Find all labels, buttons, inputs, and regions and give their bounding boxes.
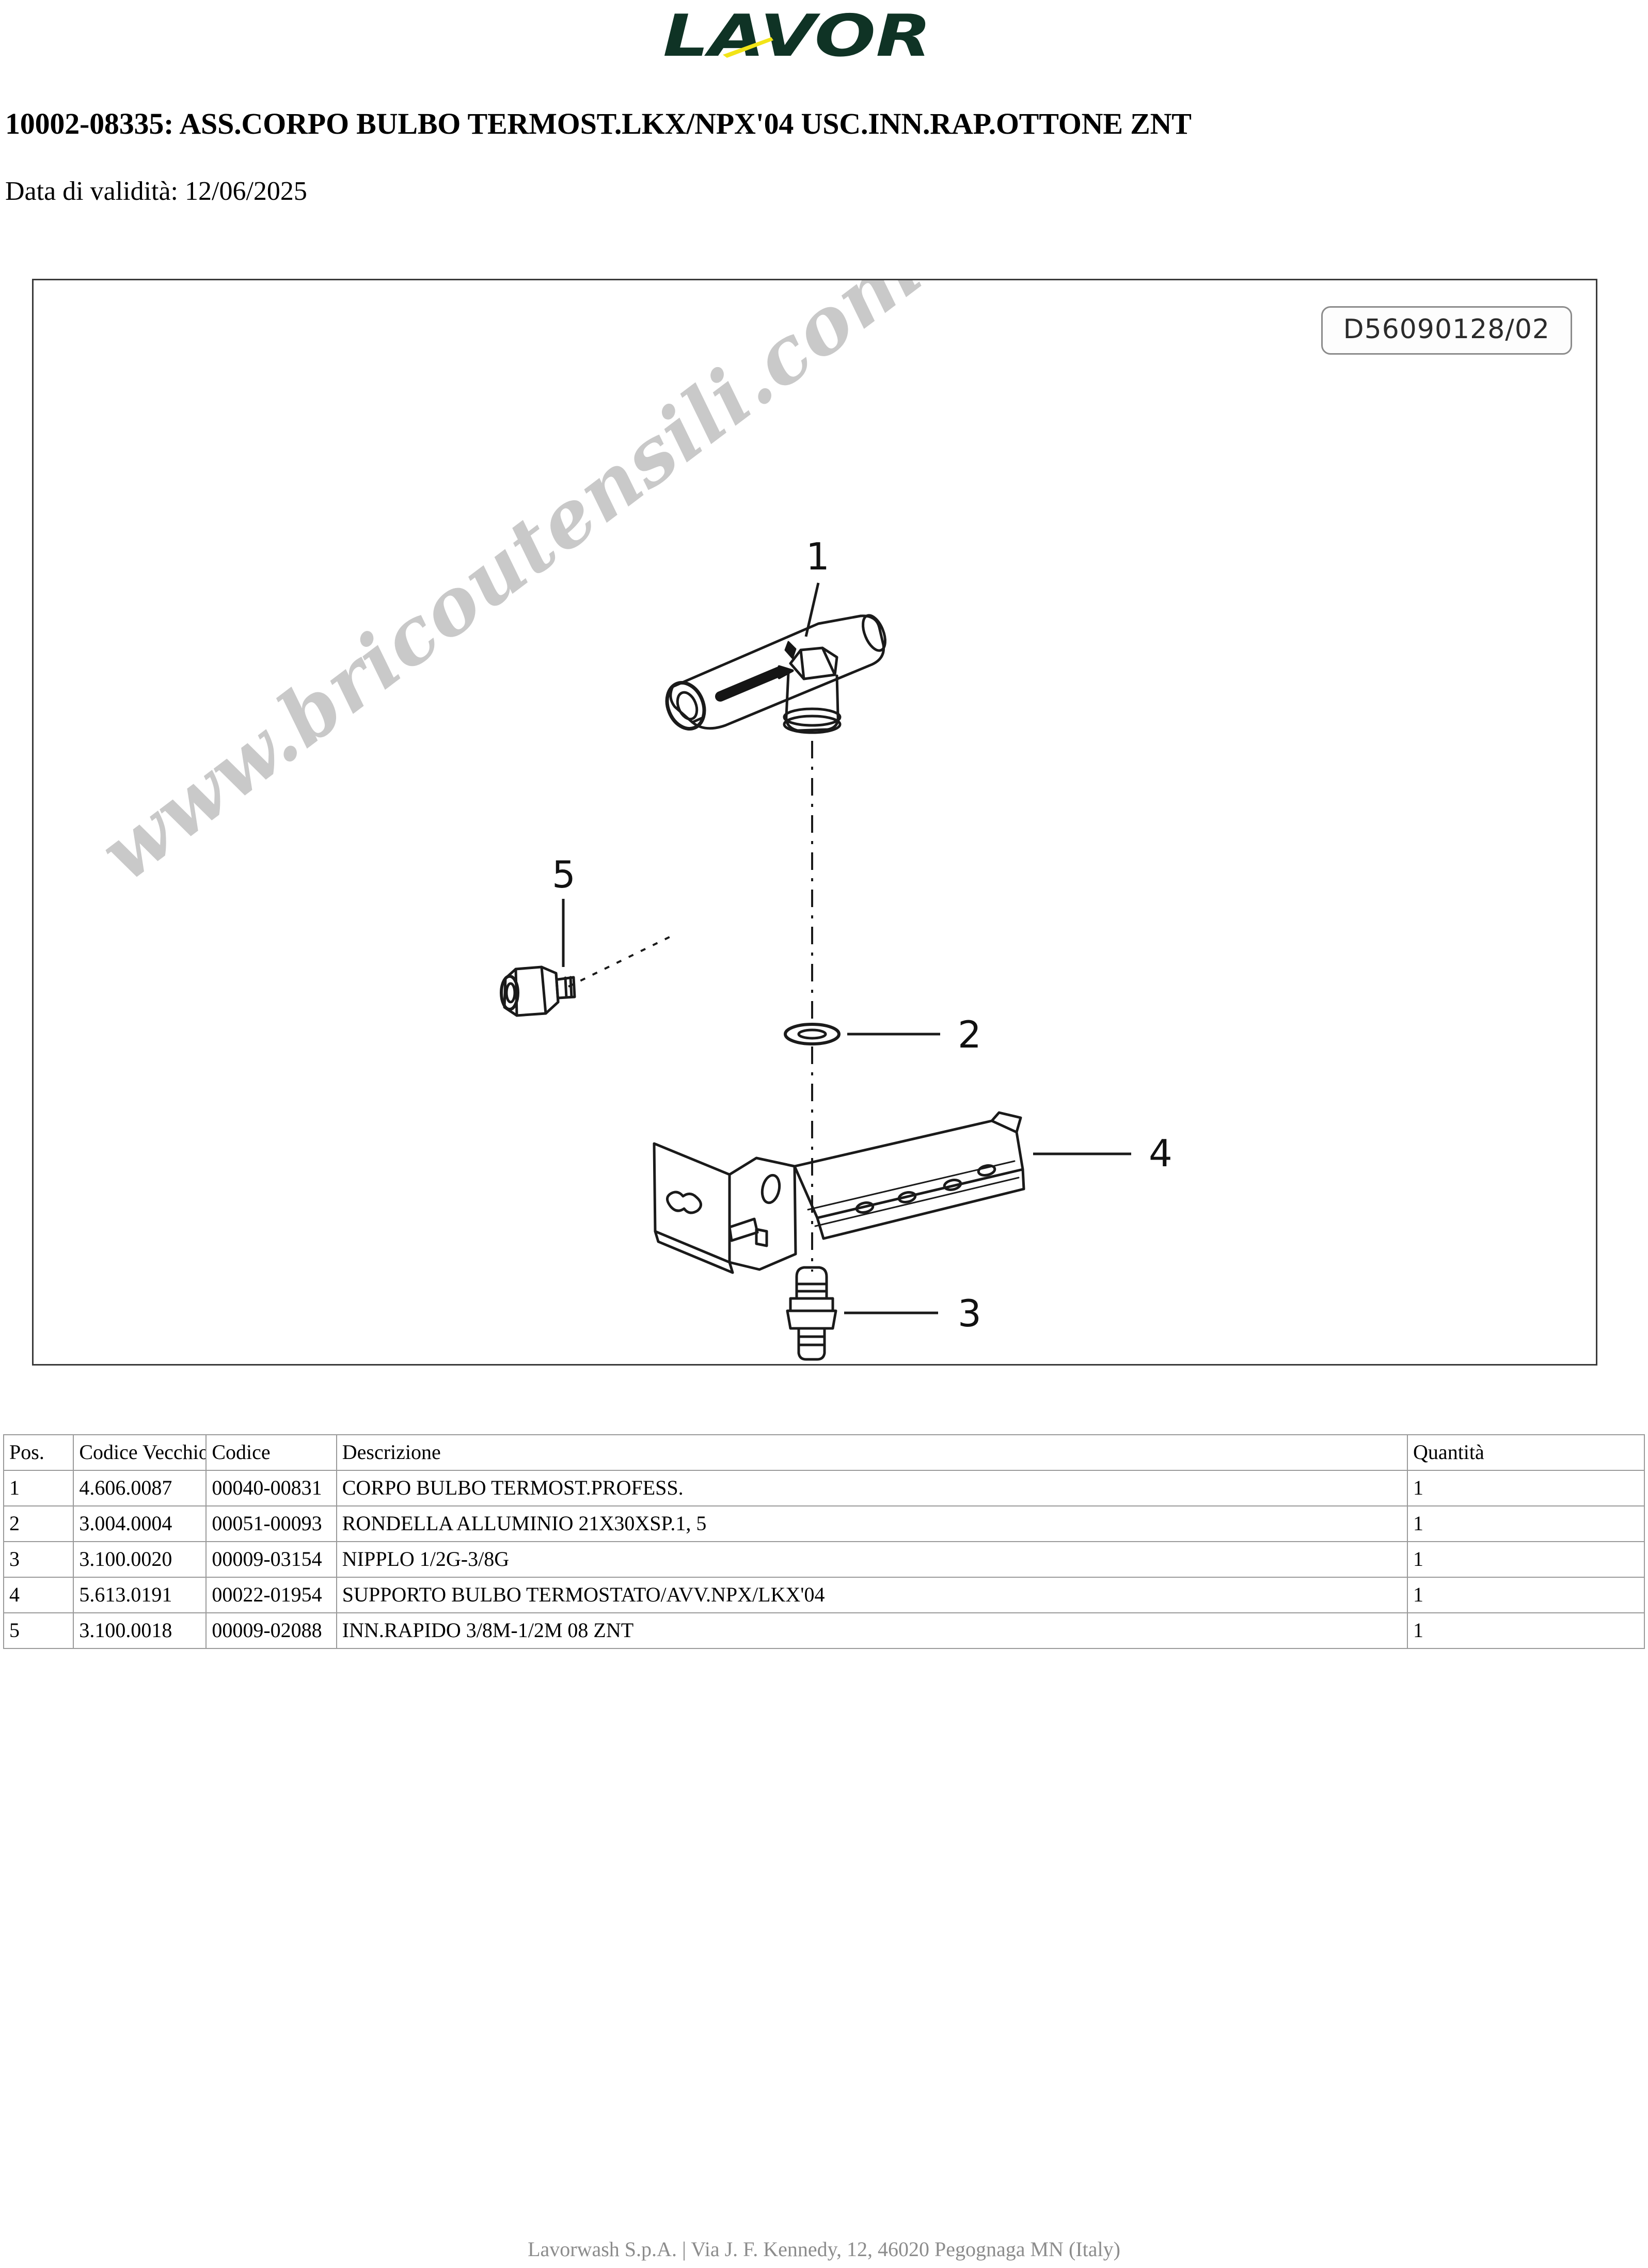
cell-description: CORPO BULBO TERMOST.PROFESS. bbox=[336, 1470, 1408, 1506]
cell-old-code: 4.606.0087 bbox=[73, 1470, 207, 1506]
lightning-bolt-icon bbox=[723, 37, 773, 58]
callout-label-5: 5 bbox=[552, 853, 576, 896]
cell-quantity: 1 bbox=[1407, 1470, 1645, 1506]
drawing-code-badge: D56090128/02 bbox=[1321, 306, 1572, 355]
callout-label-2: 2 bbox=[958, 1013, 981, 1056]
cell-code: 00051-00093 bbox=[205, 1505, 337, 1542]
part-2-aluminium-washer bbox=[784, 1023, 841, 1045]
cell-old-code: 5.613.0191 bbox=[73, 1577, 207, 1613]
callout-labels: 1 2 3 4 5 bbox=[552, 535, 1172, 1335]
callout-label-4: 4 bbox=[1149, 1132, 1172, 1175]
assembly-drawing-svg: 1 2 3 4 5 bbox=[500, 535, 1172, 1361]
part-5-quick-coupler bbox=[500, 965, 576, 1017]
column-header-codice: Codice bbox=[205, 1434, 337, 1471]
column-header-codice-vecchio: Codice Vecchio bbox=[73, 1434, 207, 1471]
cell-old-code: 3.004.0004 bbox=[73, 1505, 207, 1542]
table-row: 4 5.613.0191 00022-01954 SUPPORTO BULBO … bbox=[3, 1577, 1645, 1613]
cell-pos: 2 bbox=[3, 1505, 74, 1542]
assembly-centerlines bbox=[568, 741, 813, 1272]
column-header-descrizione: Descrizione bbox=[336, 1434, 1408, 1471]
cell-quantity: 1 bbox=[1407, 1541, 1645, 1578]
exploded-view-drawing: www.bricoutensili.com bbox=[32, 279, 1597, 1366]
cell-code: 00009-03154 bbox=[205, 1541, 337, 1578]
lavor-logo-svg: LAVOR bbox=[663, 4, 931, 70]
page-title: 10002-08335: ASS.CORPO BULBO TERMOST.LKX… bbox=[5, 107, 1192, 140]
callout-leaders bbox=[562, 582, 1131, 1314]
cell-old-code: 3.100.0018 bbox=[73, 1612, 207, 1649]
callout-label-1: 1 bbox=[806, 535, 830, 578]
part-3-nipple bbox=[786, 1266, 837, 1361]
cell-description: SUPPORTO BULBO TERMOSTATO/AVV.NPX/LKX'04 bbox=[336, 1577, 1408, 1613]
cell-code: 00009-02088 bbox=[205, 1612, 337, 1649]
table-row: 1 4.606.0087 00040-00831 CORPO BULBO TER… bbox=[3, 1470, 1645, 1506]
logo-text: LAVOR bbox=[663, 4, 931, 70]
lavor-logo: LAVOR bbox=[659, 4, 938, 76]
cell-description: RONDELLA ALLUMINIO 21X30XSP.1, 5 bbox=[336, 1505, 1408, 1542]
cell-quantity: 1 bbox=[1407, 1612, 1645, 1649]
cell-pos: 1 bbox=[3, 1470, 74, 1506]
cell-pos: 4 bbox=[3, 1577, 74, 1613]
cell-old-code: 3.100.0020 bbox=[73, 1541, 207, 1578]
cell-description: NIPPLO 1/2G-3/8G bbox=[336, 1541, 1408, 1578]
cell-pos: 3 bbox=[3, 1541, 74, 1578]
table-row: 5 3.100.0018 00009-02088 INN.RAPIDO 3/8M… bbox=[3, 1612, 1645, 1649]
logo-wordmark: LAVOR bbox=[663, 4, 931, 70]
cell-code: 00022-01954 bbox=[205, 1577, 337, 1613]
table-row: 3 3.100.0020 00009-03154 NIPPLO 1/2G-3/8… bbox=[3, 1541, 1645, 1578]
cell-description: INN.RAPIDO 3/8M-1/2M 08 ZNT bbox=[336, 1612, 1408, 1649]
table-row: 2 3.004.0004 00051-00093 RONDELLA ALLUMI… bbox=[3, 1505, 1645, 1542]
validity-date: Data di validità: 12/06/2025 bbox=[5, 177, 307, 206]
table-header-row: Pos. Codice Vecchio Codice Descrizione Q… bbox=[3, 1434, 1645, 1471]
cell-code: 00040-00831 bbox=[205, 1470, 337, 1506]
callout-label-3: 3 bbox=[958, 1292, 981, 1335]
parts-list-table: Pos. Codice Vecchio Codice Descrizione Q… bbox=[3, 1434, 1645, 1649]
page-footer: Lavorwash S.p.A. | Via J. F. Kennedy, 12… bbox=[528, 2238, 1120, 2261]
column-header-quantita: Quantità bbox=[1407, 1434, 1645, 1471]
cell-quantity: 1 bbox=[1407, 1505, 1645, 1542]
cell-quantity: 1 bbox=[1407, 1577, 1645, 1613]
part-4-support-bracket bbox=[653, 1111, 1025, 1274]
leader-1 bbox=[804, 582, 820, 637]
cell-pos: 5 bbox=[3, 1612, 74, 1649]
part-1-bulb-body bbox=[665, 614, 886, 734]
column-header-pos: Pos. bbox=[3, 1434, 74, 1471]
